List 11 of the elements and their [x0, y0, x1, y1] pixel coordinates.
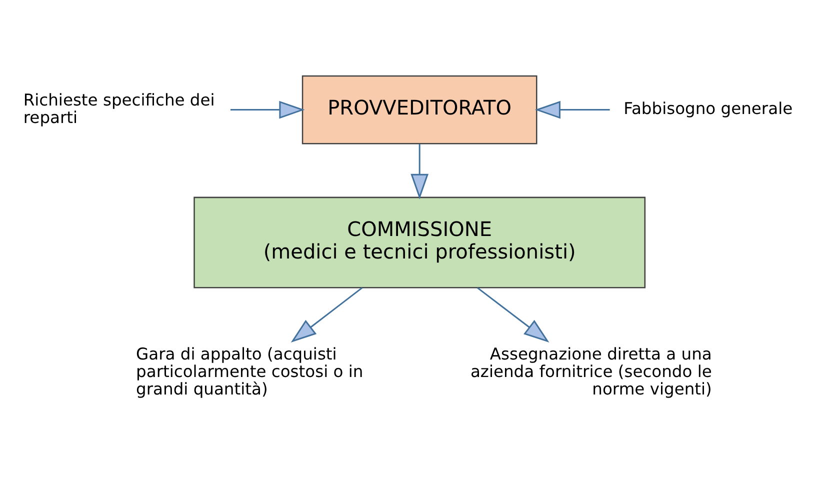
node-text: Gara di appalto (acquisti particolarmente costosi o in grandi quantità) [136, 344, 364, 398]
node-box: COMMISSIONE (medici e tecnici professionisti) [194, 196, 646, 288]
node-text: Assegnazione diretta a una azienda fornitrice (secondo le norme vigenti) [470, 344, 712, 398]
arrow [230, 100, 305, 118]
arrow [290, 286, 363, 342]
node-text: Richieste specifiche dei reparti [23, 90, 215, 126]
arrow [476, 286, 550, 342]
node-box: PROVVEDITORATO [302, 74, 538, 144]
arrow [410, 143, 429, 199]
node-text: Fabbisogno generale [624, 98, 793, 118]
arrow [534, 100, 610, 118]
